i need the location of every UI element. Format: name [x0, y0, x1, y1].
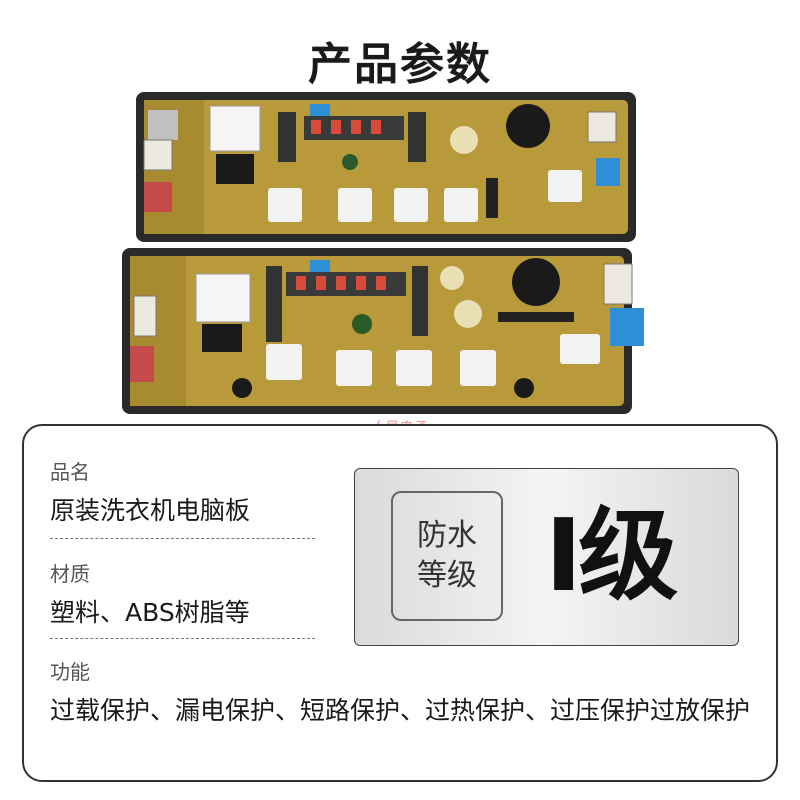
- waterproof-rating-box: 防水等级 I级: [354, 468, 739, 646]
- lower-board: [122, 248, 644, 414]
- spec-label: 材质: [50, 562, 90, 586]
- spec-value: 原装洗衣机电脑板: [50, 496, 251, 525]
- upper-board: [136, 92, 636, 242]
- spec-item-material: 材质 塑料、ABS树脂等: [50, 558, 250, 629]
- pcb-board-photo: [122, 92, 644, 414]
- spec-item-name: 品名 原装洗衣机电脑板: [50, 456, 250, 527]
- spec-value: 过载保护、漏电保护、短路保护、过热保护、过压保护过放保护: [50, 696, 751, 725]
- spec-label: 品名: [50, 460, 90, 484]
- rating-value: I级: [545, 497, 678, 614]
- spec-card: 品名 原装洗衣机电脑板 材质 塑料、ABS树脂等 功能 过载保护、漏电保护、短路…: [22, 424, 778, 782]
- spec-item-function: 功能 过载保护、漏电保护、短路保护、过热保护、过压保护过放保护: [50, 656, 770, 731]
- dashed-divider: [50, 538, 315, 539]
- page-title: 产品参数: [308, 39, 492, 90]
- spec-value: 塑料、ABS树脂等: [50, 598, 250, 627]
- rating-label: 防水等级: [391, 491, 503, 621]
- dashed-divider: [50, 638, 315, 639]
- spec-label: 功能: [50, 660, 90, 684]
